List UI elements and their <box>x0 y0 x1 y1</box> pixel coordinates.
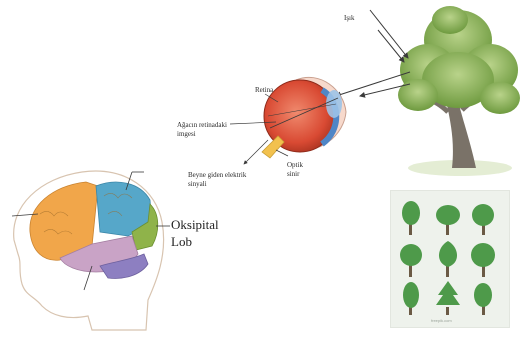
light-label: Işık <box>344 14 355 23</box>
tree-illustration-icon <box>398 6 520 176</box>
panel-watermark: freepik.com <box>431 318 452 323</box>
tree-icons-grid-icon <box>391 191 509 327</box>
brain-signal-label-line1: Beyne giden elektrik <box>188 171 246 180</box>
retina-label: Retina <box>255 86 273 95</box>
brain-signal-label-line2: sinyali <box>188 180 207 189</box>
retina-image-label-line2: imgesi <box>177 130 196 139</box>
retina-image-label-line1: Ağacın retinadaki <box>177 121 227 130</box>
eye-cross-section-icon <box>262 77 346 158</box>
optic-nerve-label-line2: sinir <box>287 170 299 179</box>
tree-icons-panel: freepik.com <box>390 190 510 328</box>
occipital-lobe-label-line1: Oksipital <box>171 216 219 233</box>
occipital-lobe-label-line2: Lob <box>171 233 192 250</box>
optic-nerve-label-line1: Optik <box>287 161 303 170</box>
